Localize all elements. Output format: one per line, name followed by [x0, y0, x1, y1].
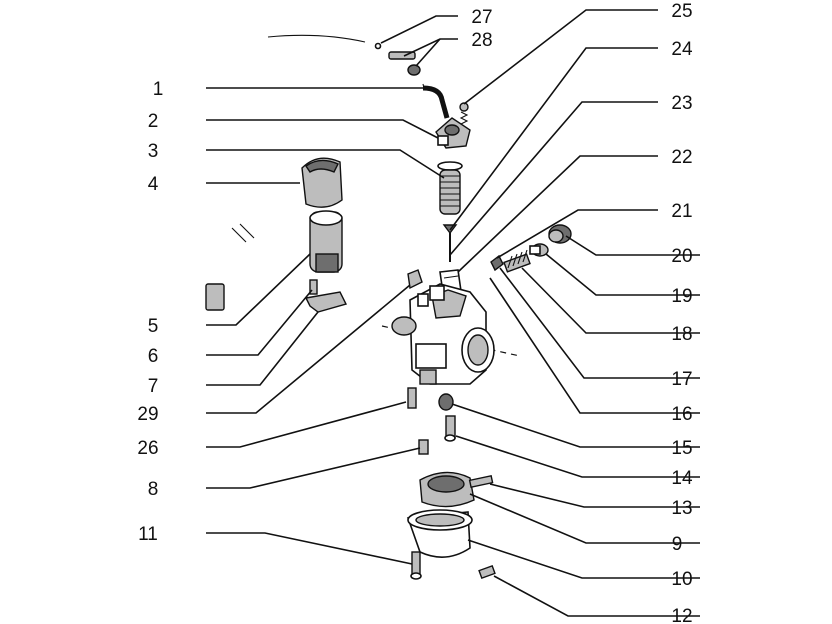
idle-jet-8 [418, 439, 429, 455]
callout-22: 22 [671, 147, 692, 168]
cap-nut-20 [548, 224, 572, 244]
callout-6: 6 [148, 346, 159, 367]
leader-15 [451, 403, 700, 448]
bowl-screw-11 [410, 551, 422, 580]
leader-21 [496, 209, 658, 259]
leader-17 [499, 267, 700, 379]
callout-9: 9 [672, 534, 683, 555]
leader-27 [380, 15, 458, 44]
callout-5: 5 [148, 316, 159, 337]
choke-plunger-5 [205, 210, 343, 311]
bracket-29 [407, 269, 423, 290]
callout-26: 26 [137, 438, 158, 459]
callout-12: 12 [671, 606, 692, 624]
leader-9 [469, 493, 700, 544]
idle-spring-18 [503, 249, 531, 273]
callout-25: 25 [671, 1, 692, 22]
callout-15: 15 [671, 438, 692, 459]
carb-cover-2 [435, 117, 471, 149]
callout-7: 7 [148, 376, 159, 397]
leader-23 [449, 101, 658, 256]
leader-29 [206, 284, 411, 414]
callout-27: 27 [471, 7, 492, 28]
leader-12 [493, 575, 700, 617]
callout-10: 10 [671, 569, 692, 590]
leader-10 [467, 539, 700, 579]
leader-8 [206, 447, 421, 489]
clamp-7 [304, 291, 348, 313]
leader-18 [521, 267, 700, 334]
callout-18: 18 [671, 324, 692, 345]
callout-1: 1 [153, 79, 164, 100]
callout-19: 19 [671, 286, 692, 307]
idle-screw-21 [490, 254, 504, 272]
screw-6 [309, 279, 318, 295]
jet-holder-15 [438, 393, 454, 411]
leader-14 [455, 435, 700, 478]
callout-28: 28 [471, 30, 492, 51]
callout-4: 4 [148, 174, 159, 195]
callout-17: 17 [671, 369, 692, 390]
choke-cap-4 [301, 157, 343, 208]
leader-16 [489, 277, 700, 414]
callout-21: 21 [671, 201, 692, 222]
leader-25 [463, 9, 658, 105]
leader-22 [457, 155, 658, 273]
callout-2: 2 [148, 111, 159, 132]
callout-14: 14 [671, 468, 693, 489]
adjust-screw-19 [529, 243, 549, 257]
callout-11: 11 [138, 524, 158, 545]
leader-19 [545, 253, 700, 296]
leader-2 [206, 119, 439, 139]
float-pin-13 [468, 474, 494, 489]
needle-clip-24 [442, 224, 458, 262]
callout-numbers: 1 2 3 4 5 6 7 29 26 8 11 27 28 25 24 23 … [137, 1, 693, 624]
float-9 [419, 471, 475, 508]
leader-20 [565, 235, 700, 256]
leader-6 [206, 289, 313, 356]
leader-11 [206, 532, 413, 565]
washer-27 [374, 42, 382, 50]
emulsion-tube-14 [444, 415, 456, 442]
callout-16: 16 [671, 404, 692, 425]
callout-23: 23 [671, 93, 692, 114]
leader-5 [206, 253, 311, 326]
carburetor-body [381, 283, 521, 385]
leader-28b [415, 38, 441, 67]
drain-screw-12 [478, 564, 496, 580]
throttle-spring-3 [437, 161, 463, 215]
leader-3 [206, 149, 445, 179]
leader-24 [449, 47, 658, 231]
callout-3: 3 [148, 141, 159, 162]
leader-7 [206, 311, 319, 386]
callout-13: 13 [671, 498, 692, 519]
fuel-hose [267, 34, 366, 43]
throttle-cable [422, 85, 450, 119]
leader-lines [206, 9, 700, 617]
leader-26 [206, 401, 407, 448]
spring-screw-25 [459, 102, 469, 125]
part-drawings [205, 34, 572, 580]
main-jet-26 [407, 387, 417, 409]
leader-13 [489, 483, 700, 508]
callout-24: 24 [671, 39, 693, 60]
callout-8: 8 [148, 479, 159, 500]
float-bowl-10 [406, 509, 473, 558]
callout-20: 20 [671, 246, 692, 267]
callout-29: 29 [137, 404, 158, 425]
